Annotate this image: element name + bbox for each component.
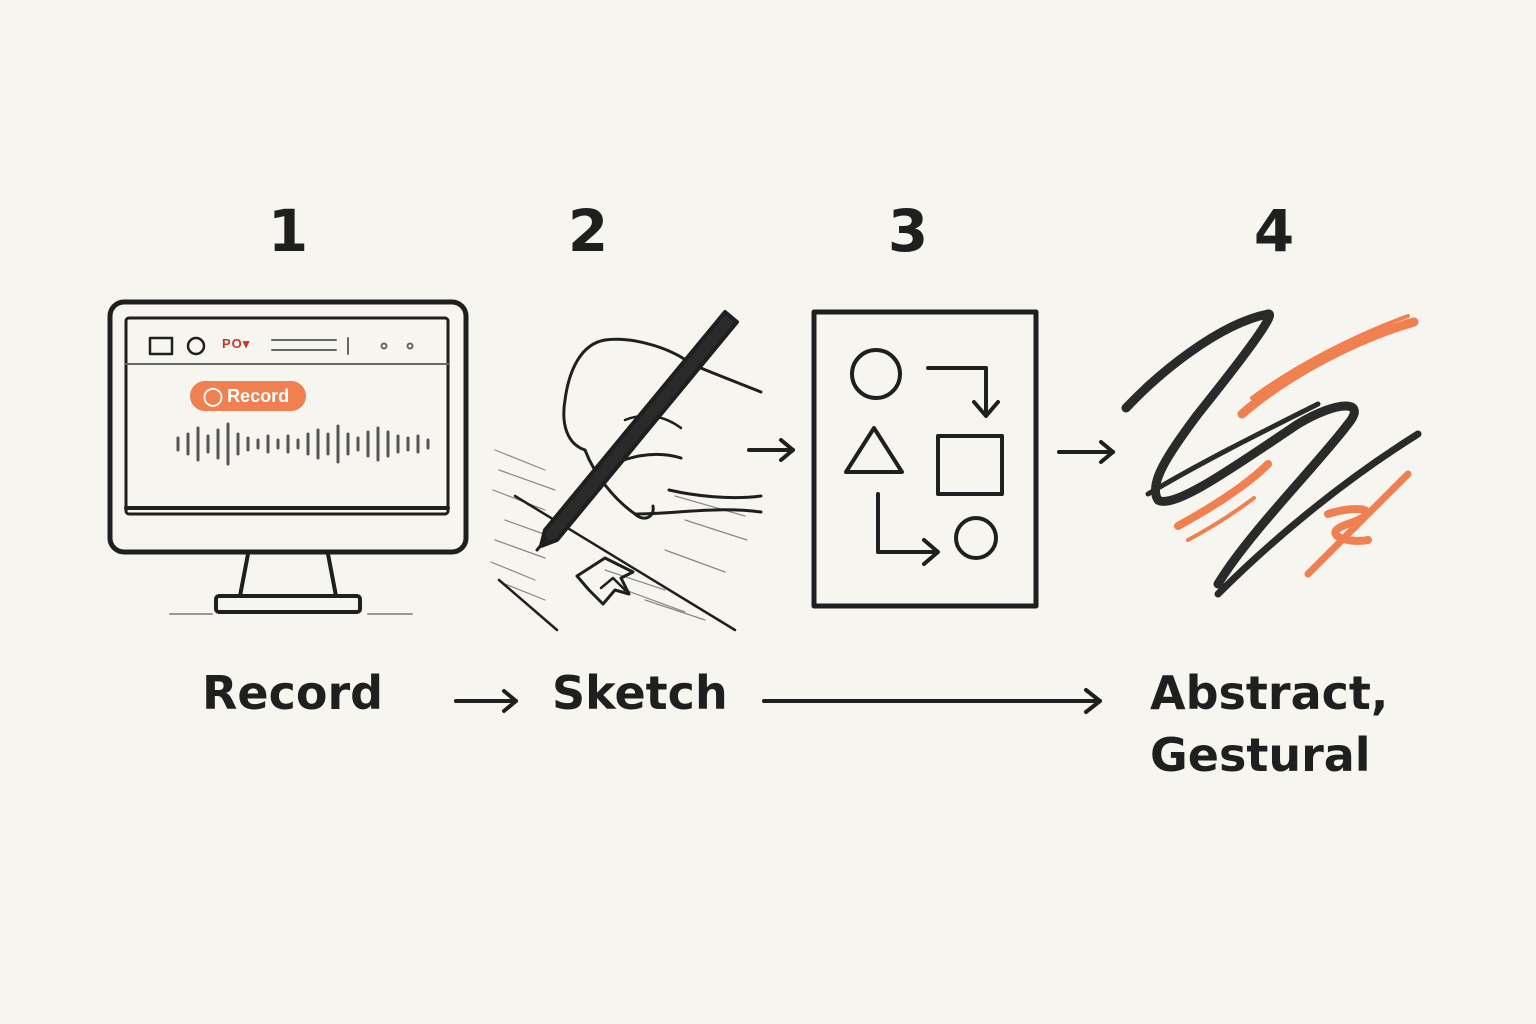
step-number-4: 4 <box>1253 197 1295 265</box>
step-number-3: 3 <box>887 197 929 265</box>
step-label-4-line1: Abstract, <box>1150 666 1389 720</box>
record-button-label: Record <box>227 386 290 406</box>
record-button[interactable]: ◯ Record <box>190 381 306 411</box>
step-number-1: 1 <box>267 197 309 265</box>
arrow-right-icon <box>1057 440 1115 464</box>
gestural-strokes-icon <box>1121 309 1422 598</box>
menu-text: PO▾ <box>222 336 251 351</box>
step-label-4-line2: Gestural <box>1150 728 1371 782</box>
monitor-recording-icon <box>107 299 469 615</box>
step-number-2: 2 <box>567 197 609 265</box>
arrow-right-icon <box>747 438 795 462</box>
step-label-2: Sketch <box>552 666 728 720</box>
arrow-right-icon <box>454 689 518 713</box>
step-label-1: Record <box>202 666 384 720</box>
long-arrow-right-icon <box>762 688 1102 714</box>
record-circle-icon: ◯ <box>202 386 224 406</box>
shapes-diagram-icon <box>811 309 1039 609</box>
hand-sketching-icon <box>490 310 763 632</box>
